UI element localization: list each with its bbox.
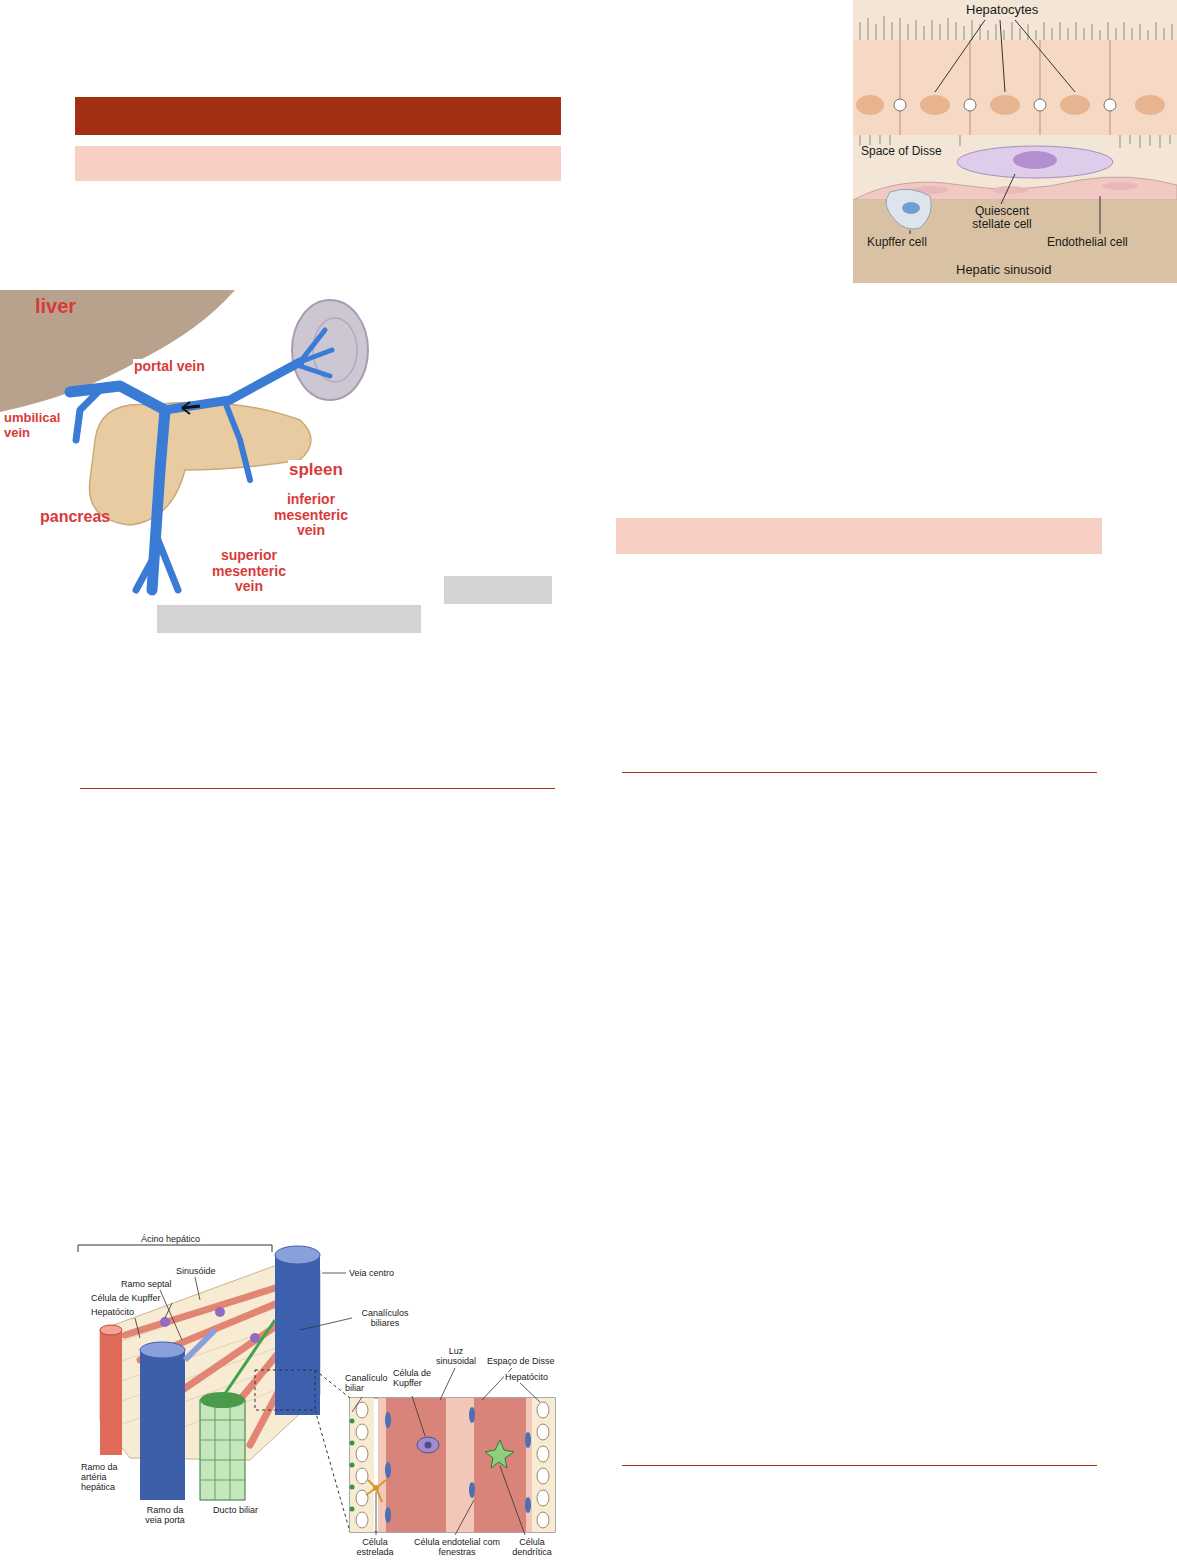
figure-label: Sinusóide xyxy=(175,1266,217,1276)
figure-label: Canalículo biliar xyxy=(344,1373,386,1393)
divider-rule xyxy=(622,1465,1097,1466)
sinusoid-figure xyxy=(853,0,1177,283)
divider-rule xyxy=(80,788,555,789)
figure-label: Kupffer cell xyxy=(866,236,928,249)
figure-label: Espaço de Disse xyxy=(486,1356,556,1366)
figure-label: Luz sinusoidal xyxy=(430,1346,482,1366)
figure-label: pancreas xyxy=(40,508,110,526)
figure-label: Hepatocytes xyxy=(965,3,1039,18)
figure-label: spleen xyxy=(288,460,344,479)
figure-label: Célula de Kupffer xyxy=(392,1368,444,1388)
figure-label: Endothelial cell xyxy=(1046,236,1129,249)
highlight-box xyxy=(157,605,421,633)
figure-label: Ramo septal xyxy=(120,1279,173,1289)
figure-label: Ramo da veia porta xyxy=(138,1505,192,1525)
figure-label: Ducto biliar xyxy=(212,1505,259,1515)
figure-label: Quiescent stellate cell xyxy=(960,205,1044,232)
figure-label: portal vein xyxy=(133,359,206,375)
figure-label: Veia centro xyxy=(348,1268,395,1278)
figure-label: Canalículos biliares xyxy=(354,1308,416,1328)
highlight-box xyxy=(444,576,552,604)
figure-label: Ácino hepático xyxy=(140,1234,201,1244)
acinus-figure xyxy=(78,1245,555,1535)
figure-label: superior mesenteric vein xyxy=(196,548,302,595)
divider-rule xyxy=(622,772,1097,773)
section-bar xyxy=(75,97,561,135)
figure-label: Hepatócito xyxy=(504,1372,554,1382)
figure-label: Célula estrelada xyxy=(350,1537,400,1557)
figure-label: Hepatic sinusoid xyxy=(955,263,1052,278)
figure-label: Célula endotelial com fenestras xyxy=(410,1537,504,1557)
subsection-bar xyxy=(616,518,1102,554)
figure-label: liver xyxy=(35,295,76,317)
figure-label: Célula dendrítica xyxy=(508,1537,556,1557)
figure-label: Célula de Kupffer xyxy=(90,1293,161,1303)
figure-label: inferior mesenteric vein xyxy=(258,492,364,539)
portal-figure xyxy=(0,290,368,590)
figure-label: Hepatócito xyxy=(90,1307,135,1317)
subsection-bar xyxy=(75,146,561,181)
figure-label: Ramo da artéria hepática xyxy=(80,1462,138,1492)
figure-label: Space of Disse xyxy=(860,145,943,158)
figure-label: umbilical vein xyxy=(3,411,67,440)
